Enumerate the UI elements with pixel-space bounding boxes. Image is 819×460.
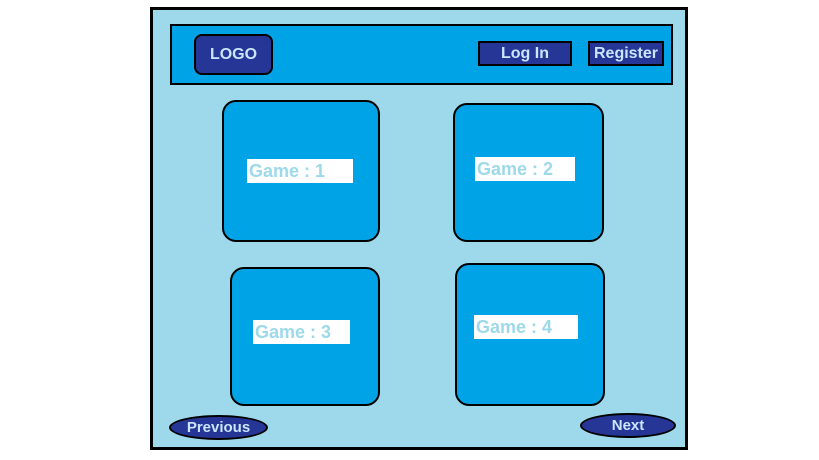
register-button[interactable]: Register bbox=[588, 41, 664, 66]
next-button[interactable]: Next bbox=[580, 413, 676, 438]
previous-button[interactable]: Previous bbox=[169, 415, 268, 440]
game-card-2[interactable]: Game : 2 bbox=[453, 103, 604, 242]
game-card-4[interactable]: Game : 4 bbox=[455, 263, 605, 406]
app-frame: LOGO Log In Register Game : 1 Game : 2 G… bbox=[150, 7, 688, 450]
logo[interactable]: LOGO bbox=[194, 34, 273, 75]
game-card-2-label: Game : 2 bbox=[475, 157, 575, 181]
game-card-4-label: Game : 4 bbox=[474, 315, 578, 339]
login-button[interactable]: Log In bbox=[478, 41, 572, 66]
game-card-1[interactable]: Game : 1 bbox=[222, 100, 380, 242]
game-card-3[interactable]: Game : 3 bbox=[230, 267, 380, 406]
game-card-3-label: Game : 3 bbox=[253, 320, 350, 344]
header-bar: LOGO Log In Register bbox=[170, 24, 673, 85]
game-card-1-label: Game : 1 bbox=[247, 159, 353, 183]
